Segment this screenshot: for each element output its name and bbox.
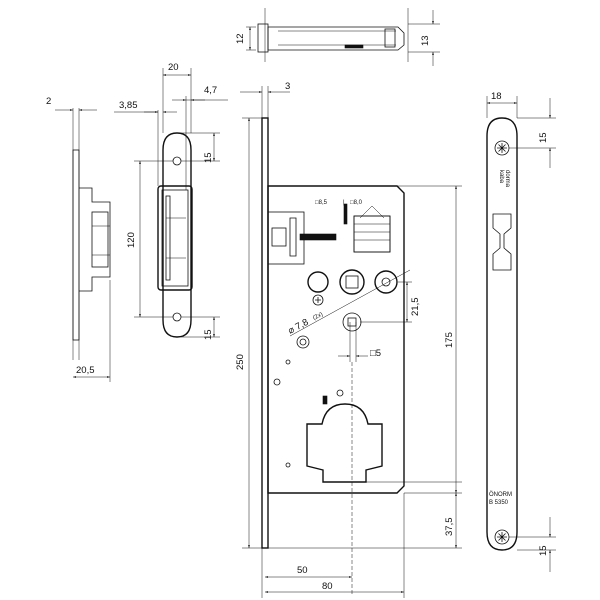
strike-width-dim: 20 (168, 62, 179, 73)
strike-depth-dim: 20,5 (76, 365, 95, 376)
square-top-2-label: □8,0 (350, 200, 363, 206)
strike-edge-dim: 3,85 (119, 100, 138, 111)
lock-height-dim: 250 (235, 354, 246, 370)
spacing-dim: 21,5 (410, 298, 421, 317)
bottom-offset-dim: 37,5 (444, 518, 455, 537)
strike-plate: 20 4,7 3,85 120 15 15 (114, 62, 228, 340)
norm-line1: ÖNORM (489, 491, 512, 498)
bottom-screw-icon (494, 529, 510, 545)
square-top-label: □8,5 (315, 200, 328, 206)
strike-top-margin-dim: 15 (203, 152, 214, 163)
forend-width-dim: 18 (491, 91, 502, 102)
brand-line2: kaba (498, 170, 504, 184)
top-height-dim: 12 (235, 33, 246, 44)
norm-line2: B 5350 (489, 500, 509, 506)
strike-side-view: 2 20,5 (46, 96, 111, 382)
strike-hole-spacing-dim: 120 (126, 232, 137, 248)
hole-diameter-label: ⌀ 7,8 (286, 317, 310, 337)
forend-thickness-dim: 3 (285, 81, 290, 92)
top-screw-icon (494, 140, 510, 156)
square-bottom-label: □5 (370, 348, 381, 359)
strike-bottom-margin-dim: 15 (203, 329, 214, 340)
square-separator: | (343, 200, 345, 206)
top-depth-dim: 13 (420, 35, 431, 46)
width-dim: 80 (322, 581, 333, 592)
brand-line1: dorma (504, 170, 510, 188)
case-height-dim: 175 (444, 332, 455, 348)
backset-dim: 50 (297, 565, 308, 576)
strike-offset-dim: 4,7 (204, 85, 217, 96)
forend-front: dorma kaba ÖNORM B 5350 18 15 15 (486, 91, 556, 572)
forend-bottom-screw-dim: 15 (538, 545, 549, 556)
strike-thickness-dim: 2 (46, 96, 51, 107)
forend-top-screw-dim: 15 (538, 132, 549, 143)
hole-count-label: (2x) (312, 312, 324, 322)
top-view: 12 13 (235, 8, 440, 66)
lock-body: □8,5 | □8,0 ⌀ 7,8 (2x) 21,5 □5 3 250 (235, 81, 462, 598)
